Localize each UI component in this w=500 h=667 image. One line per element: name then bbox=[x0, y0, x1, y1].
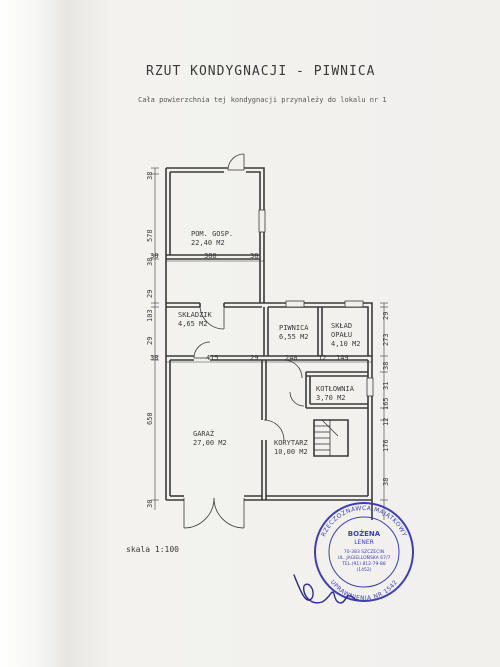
binder-spine bbox=[0, 0, 70, 667]
windows bbox=[258, 209, 374, 397]
stamp-name-line2: LENER bbox=[354, 539, 374, 546]
dim-left-4: 29 bbox=[146, 290, 154, 298]
dim-inner-9: 149 bbox=[336, 354, 349, 362]
scale-label: skala 1:100 bbox=[126, 545, 179, 554]
page-subtitle: Cała powierzchnia tej kondygnacji przyna… bbox=[138, 96, 387, 104]
room-sklad-area: 4,10 M2 bbox=[331, 340, 361, 348]
dim-inner-7: 240 bbox=[285, 354, 298, 362]
stamp-addr-line4: (1452) bbox=[357, 567, 372, 573]
room-opalu-name: OPAŁU bbox=[331, 331, 352, 339]
document-page bbox=[70, 0, 500, 667]
dim-left-6: 29 bbox=[146, 337, 154, 345]
dim-left-7: 650 bbox=[146, 412, 154, 425]
dim-inner-6: 29 bbox=[250, 354, 258, 362]
dim-right-1: 29 bbox=[382, 312, 390, 320]
stamp-name-line1: BOŻENA bbox=[348, 529, 381, 538]
room-garaz-area: 27,00 M2 bbox=[193, 439, 227, 447]
dim-left-5: 103 bbox=[146, 309, 154, 322]
dim-inner-8: 12 bbox=[318, 354, 326, 362]
page-title: RZUT KONDYGNACJI - PIWNICA bbox=[146, 64, 376, 79]
room-korytarz-area: 10,00 M2 bbox=[274, 448, 308, 456]
stamp-addr-line1: 70-383 SZCZECIN bbox=[344, 549, 384, 555]
stairs bbox=[314, 419, 339, 456]
dim-right-5: 165 bbox=[382, 397, 390, 410]
stamp-addr-line3: TEL.(91) 812-79-88 bbox=[341, 561, 386, 567]
dim-right-8: 38 bbox=[382, 478, 390, 486]
dim-inner-1: 38 bbox=[150, 252, 158, 260]
appraiser-stamp: RZECZOZNAWCA MAJĄTKOWY UPRAWNIENIA NR 15… bbox=[314, 502, 414, 602]
dim-right-2: 273 bbox=[382, 333, 390, 346]
stamp-bottom-text: UPRAWNIENIA NR 1542 bbox=[329, 579, 399, 602]
dim-left-2: 578 bbox=[146, 229, 154, 242]
dim-left-3: 38 bbox=[146, 258, 154, 266]
dim-inner-5: 415 bbox=[206, 354, 219, 362]
room-kotlownia-name: KOTŁOWNIA bbox=[316, 385, 355, 393]
room-skladzik-name: SKŁADZIK bbox=[178, 311, 213, 319]
room-sklad-name: SKŁAD bbox=[331, 322, 352, 330]
dimension-lines bbox=[151, 167, 388, 520]
dim-right-3: 38 bbox=[382, 362, 390, 370]
room-kotlownia-area: 3,70 M2 bbox=[316, 394, 346, 402]
room-skladzik-area: 4,65 M2 bbox=[178, 320, 208, 328]
dim-left-8: 30 bbox=[146, 500, 154, 508]
svg-text:UPRAWNIENIA NR 1542: UPRAWNIENIA NR 1542 bbox=[329, 579, 399, 602]
signature bbox=[293, 574, 357, 604]
room-piwnica-area: 6,55 M2 bbox=[279, 333, 309, 341]
dim-right-7: 176 bbox=[382, 439, 390, 452]
room-garaz-name: GARAŻ bbox=[193, 429, 214, 438]
dim-inner-2: 388 bbox=[204, 252, 217, 260]
dim-right-4: 31 bbox=[382, 382, 390, 390]
room-korytarz-name: KORYTARZ bbox=[274, 439, 308, 447]
dim-right-6: 12 bbox=[382, 418, 390, 426]
dim-inner-4: 38 bbox=[150, 354, 158, 362]
room-pom-gosp-area: 22,40 M2 bbox=[191, 239, 225, 247]
room-piwnica-name: PIWNICA bbox=[279, 324, 309, 332]
doors bbox=[183, 153, 305, 529]
stamp-addr-line2: UL. JAGIELLOŃSKA 67/7 bbox=[338, 554, 391, 561]
dim-left-1: 38 bbox=[146, 172, 154, 180]
dim-inner-3: 38 bbox=[250, 252, 258, 260]
room-pom-gosp-name: POM. GOSP. bbox=[191, 230, 233, 238]
